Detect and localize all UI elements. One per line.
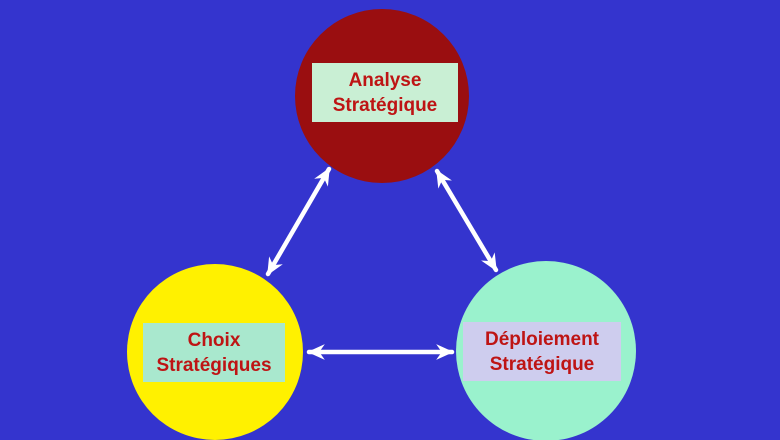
label-deploiement-strategique: Déploiement Stratégique — [463, 322, 621, 381]
label-analyse-line1: Analyse — [348, 69, 422, 91]
arrow-analyse-choix — [265, 166, 332, 277]
label-analyse-strategique: Analyse Stratégique — [312, 63, 458, 122]
label-deploiement-line1: Déploiement — [484, 328, 600, 350]
arrow-analyse-deploiement — [434, 168, 499, 273]
label-deploiement-line2: Stratégique — [489, 353, 595, 375]
label-choix-strategiques: Choix Stratégiques — [143, 323, 285, 382]
label-analyse-line2: Stratégique — [332, 94, 438, 116]
label-choix-line2: Stratégiques — [156, 354, 272, 376]
label-choix-line1: Choix — [187, 329, 241, 351]
